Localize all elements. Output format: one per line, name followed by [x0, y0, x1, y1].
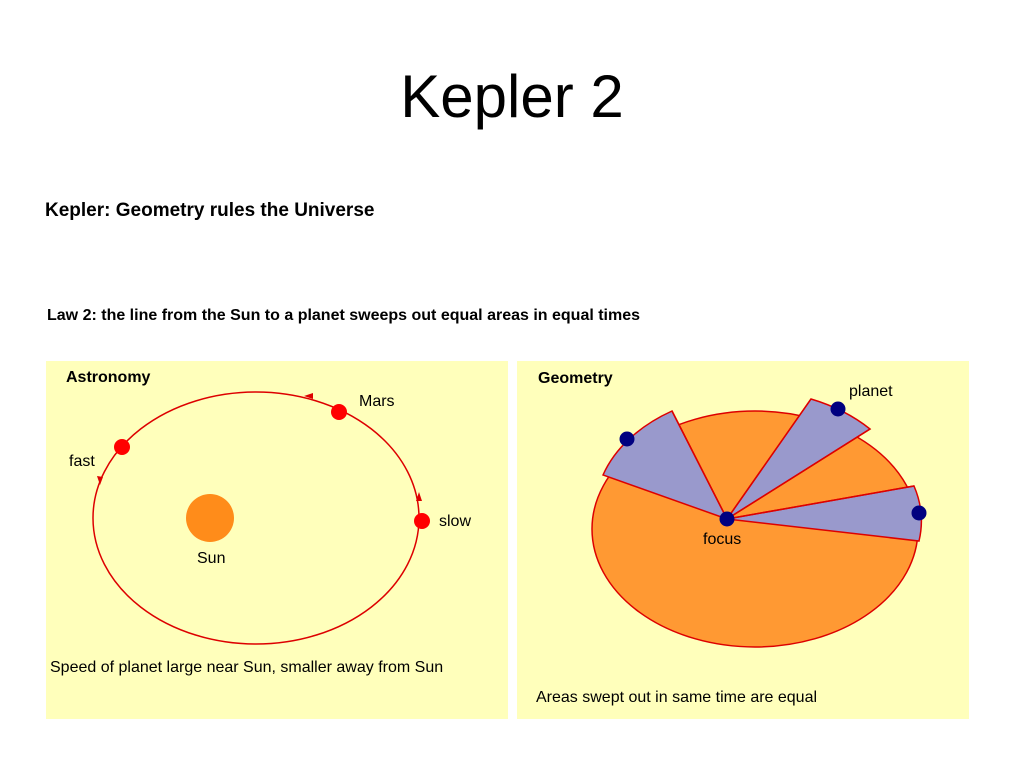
planet-top: [830, 401, 846, 417]
planet-right: [911, 505, 927, 521]
slow-label: slow: [439, 513, 472, 530]
astronomy-panel: Astronomy Mars fast slow Sun Speed of pl…: [46, 361, 508, 719]
focus-label: focus: [703, 531, 742, 548]
geometry-caption: Areas swept out in same time are equal: [536, 689, 818, 706]
fast-label: fast: [69, 453, 95, 470]
sun: [186, 494, 234, 542]
law-statement: Law 2: the line from the Sun to a planet…: [47, 307, 641, 324]
astronomy-caption: Speed of planet large near Sun, smaller …: [50, 659, 444, 676]
slide-subtitle: Kepler: Geometry rules the Universe: [45, 200, 375, 221]
sweep-line-2: [726, 398, 812, 520]
sweep-line-1: [671, 410, 728, 520]
orbit-arrow-left: [97, 476, 103, 485]
slide-title: Kepler 2: [400, 63, 624, 130]
sweep-line-4: [726, 485, 915, 520]
sun-label: Sun: [197, 550, 226, 567]
geometry-heading: Geometry: [538, 370, 613, 387]
slow-planet: [414, 513, 430, 529]
mars-label: Mars: [359, 393, 395, 410]
astronomy-diagram: [92, 391, 430, 645]
planet-label: planet: [849, 383, 893, 400]
focus-point: [719, 511, 735, 527]
geometry-panel: Geometry planet focus Areas swept out in…: [517, 361, 969, 719]
planet-left: [619, 431, 635, 447]
mars-planet: [331, 404, 347, 420]
astronomy-heading: Astronomy: [66, 369, 151, 386]
geometry-diagram: [591, 398, 927, 648]
orbit-arrow-right: [416, 492, 422, 501]
mars-orbit: [92, 391, 420, 645]
sweep-line-3: [726, 428, 871, 520]
orbit-arrow-top: [304, 393, 313, 399]
fast-planet: [114, 439, 130, 455]
